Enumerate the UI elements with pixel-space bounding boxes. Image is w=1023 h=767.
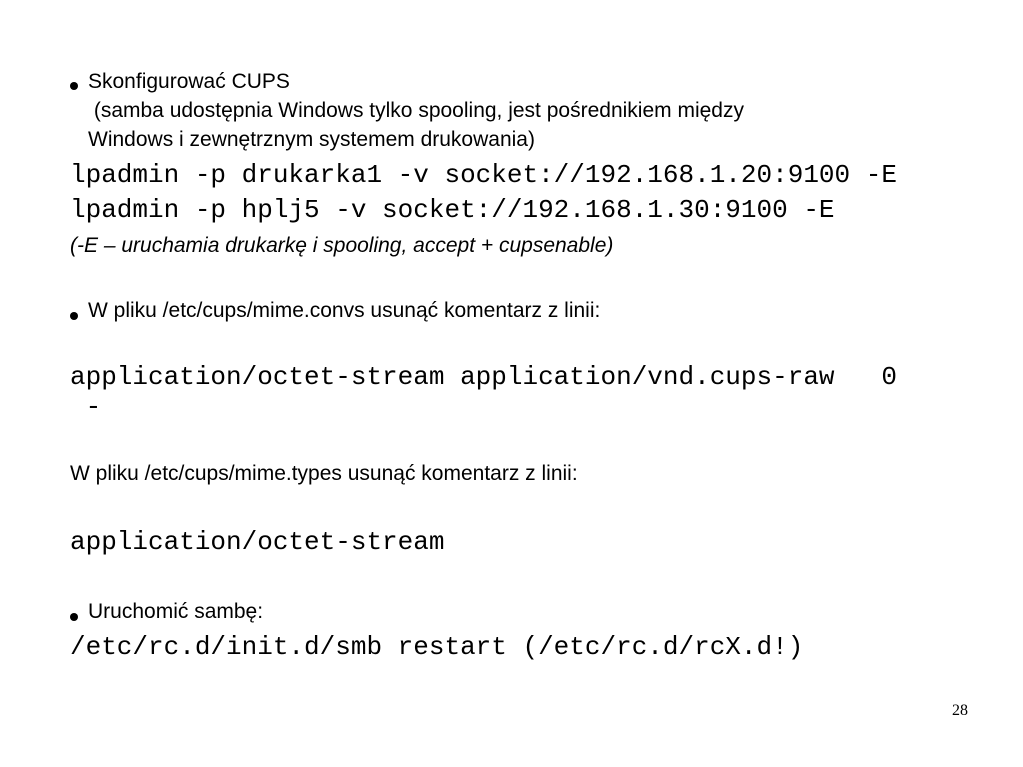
mime-types-line: application/octet-stream bbox=[70, 527, 445, 557]
samba-note-line-1: (samba udostępnia Windows tylko spooling… bbox=[88, 99, 744, 122]
restart-samba-instruction: Uruchomić sambę: bbox=[88, 600, 264, 623]
lpadmin-command-1: lpadmin -p drukarka1 -v socket://192.168… bbox=[70, 160, 897, 190]
mime-convs-line-wrap: - bbox=[70, 392, 102, 422]
lpadmin-command-2: lpadmin -p hplj5 -v socket://192.168.1.3… bbox=[70, 195, 835, 225]
mime-types-instruction: W pliku /etc/cups/mime.types usunąć kome… bbox=[70, 462, 578, 485]
smb-restart-command: /etc/rc.d/init.d/smb restart (/etc/rc.d/… bbox=[70, 632, 804, 662]
bullet-dot bbox=[70, 82, 78, 90]
bullet-dot bbox=[70, 312, 78, 320]
bullet-dot bbox=[70, 613, 78, 621]
bullet-configure-cups: Skonfigurować CUPS bbox=[88, 70, 290, 93]
samba-note-line-2: Windows i zewnętrznym systemem drukowani… bbox=[88, 128, 535, 151]
mime-convs-instruction: W pliku /etc/cups/mime.convs usunąć kome… bbox=[88, 299, 601, 322]
e-option-note: (-E – uruchamia drukarkę i spooling, acc… bbox=[70, 234, 614, 257]
mime-convs-line: application/octet-stream application/vnd… bbox=[70, 362, 897, 392]
page-number: 28 bbox=[952, 702, 968, 719]
